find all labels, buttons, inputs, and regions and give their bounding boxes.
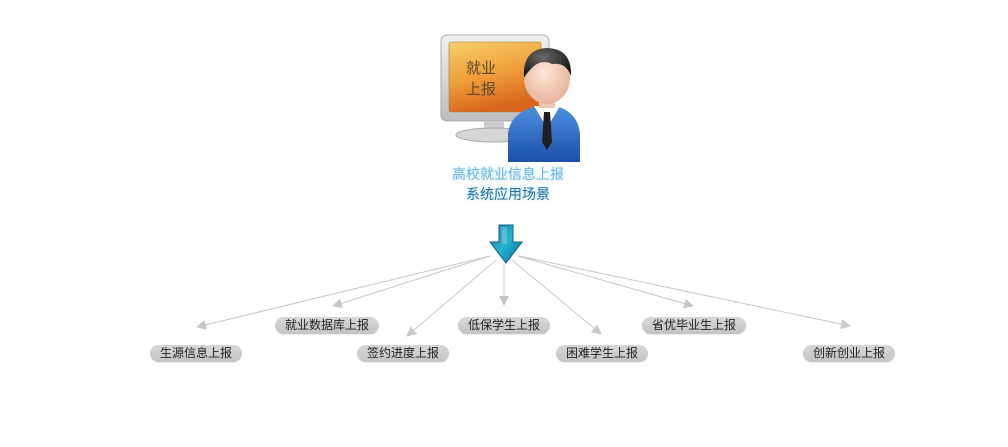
target-jiuye-db[interactable]: 就业数据库上报 bbox=[274, 317, 380, 334]
connector-shengyou bbox=[517, 255, 694, 309]
monitor-label: 就业 上报 bbox=[446, 58, 516, 100]
title-line1: 高校就业信息上报 bbox=[452, 167, 564, 183]
monitor-label-line1: 就业 bbox=[465, 59, 496, 77]
connector-jiuye-db bbox=[332, 255, 491, 309]
target-shengyou[interactable]: 省优毕业生上报 bbox=[641, 317, 747, 334]
target-dibao[interactable]: 低保学生上报 bbox=[457, 317, 551, 334]
person-at-monitor-icon: 就业 上报 bbox=[438, 30, 588, 162]
target-kunnan[interactable]: 困难学生上报 bbox=[555, 345, 649, 362]
connector-kunnan bbox=[511, 259, 602, 335]
connector-lines bbox=[196, 255, 851, 337]
down-arrow-icon bbox=[488, 224, 524, 264]
connector-chuangxin bbox=[518, 255, 851, 330]
connector-shengyuan bbox=[196, 255, 491, 330]
target-qianyue[interactable]: 签约进度上报 bbox=[356, 345, 450, 362]
monitor-label-line2: 上报 bbox=[465, 80, 496, 98]
target-shengyuan[interactable]: 生源信息上报 bbox=[149, 345, 243, 362]
connector-qianyue bbox=[406, 259, 497, 337]
system-title: 高校就业信息上报 系统应用场景 bbox=[408, 165, 608, 205]
title-line2: 系统应用场景 bbox=[466, 187, 550, 203]
target-chuangxin[interactable]: 创新创业上报 bbox=[802, 345, 896, 362]
